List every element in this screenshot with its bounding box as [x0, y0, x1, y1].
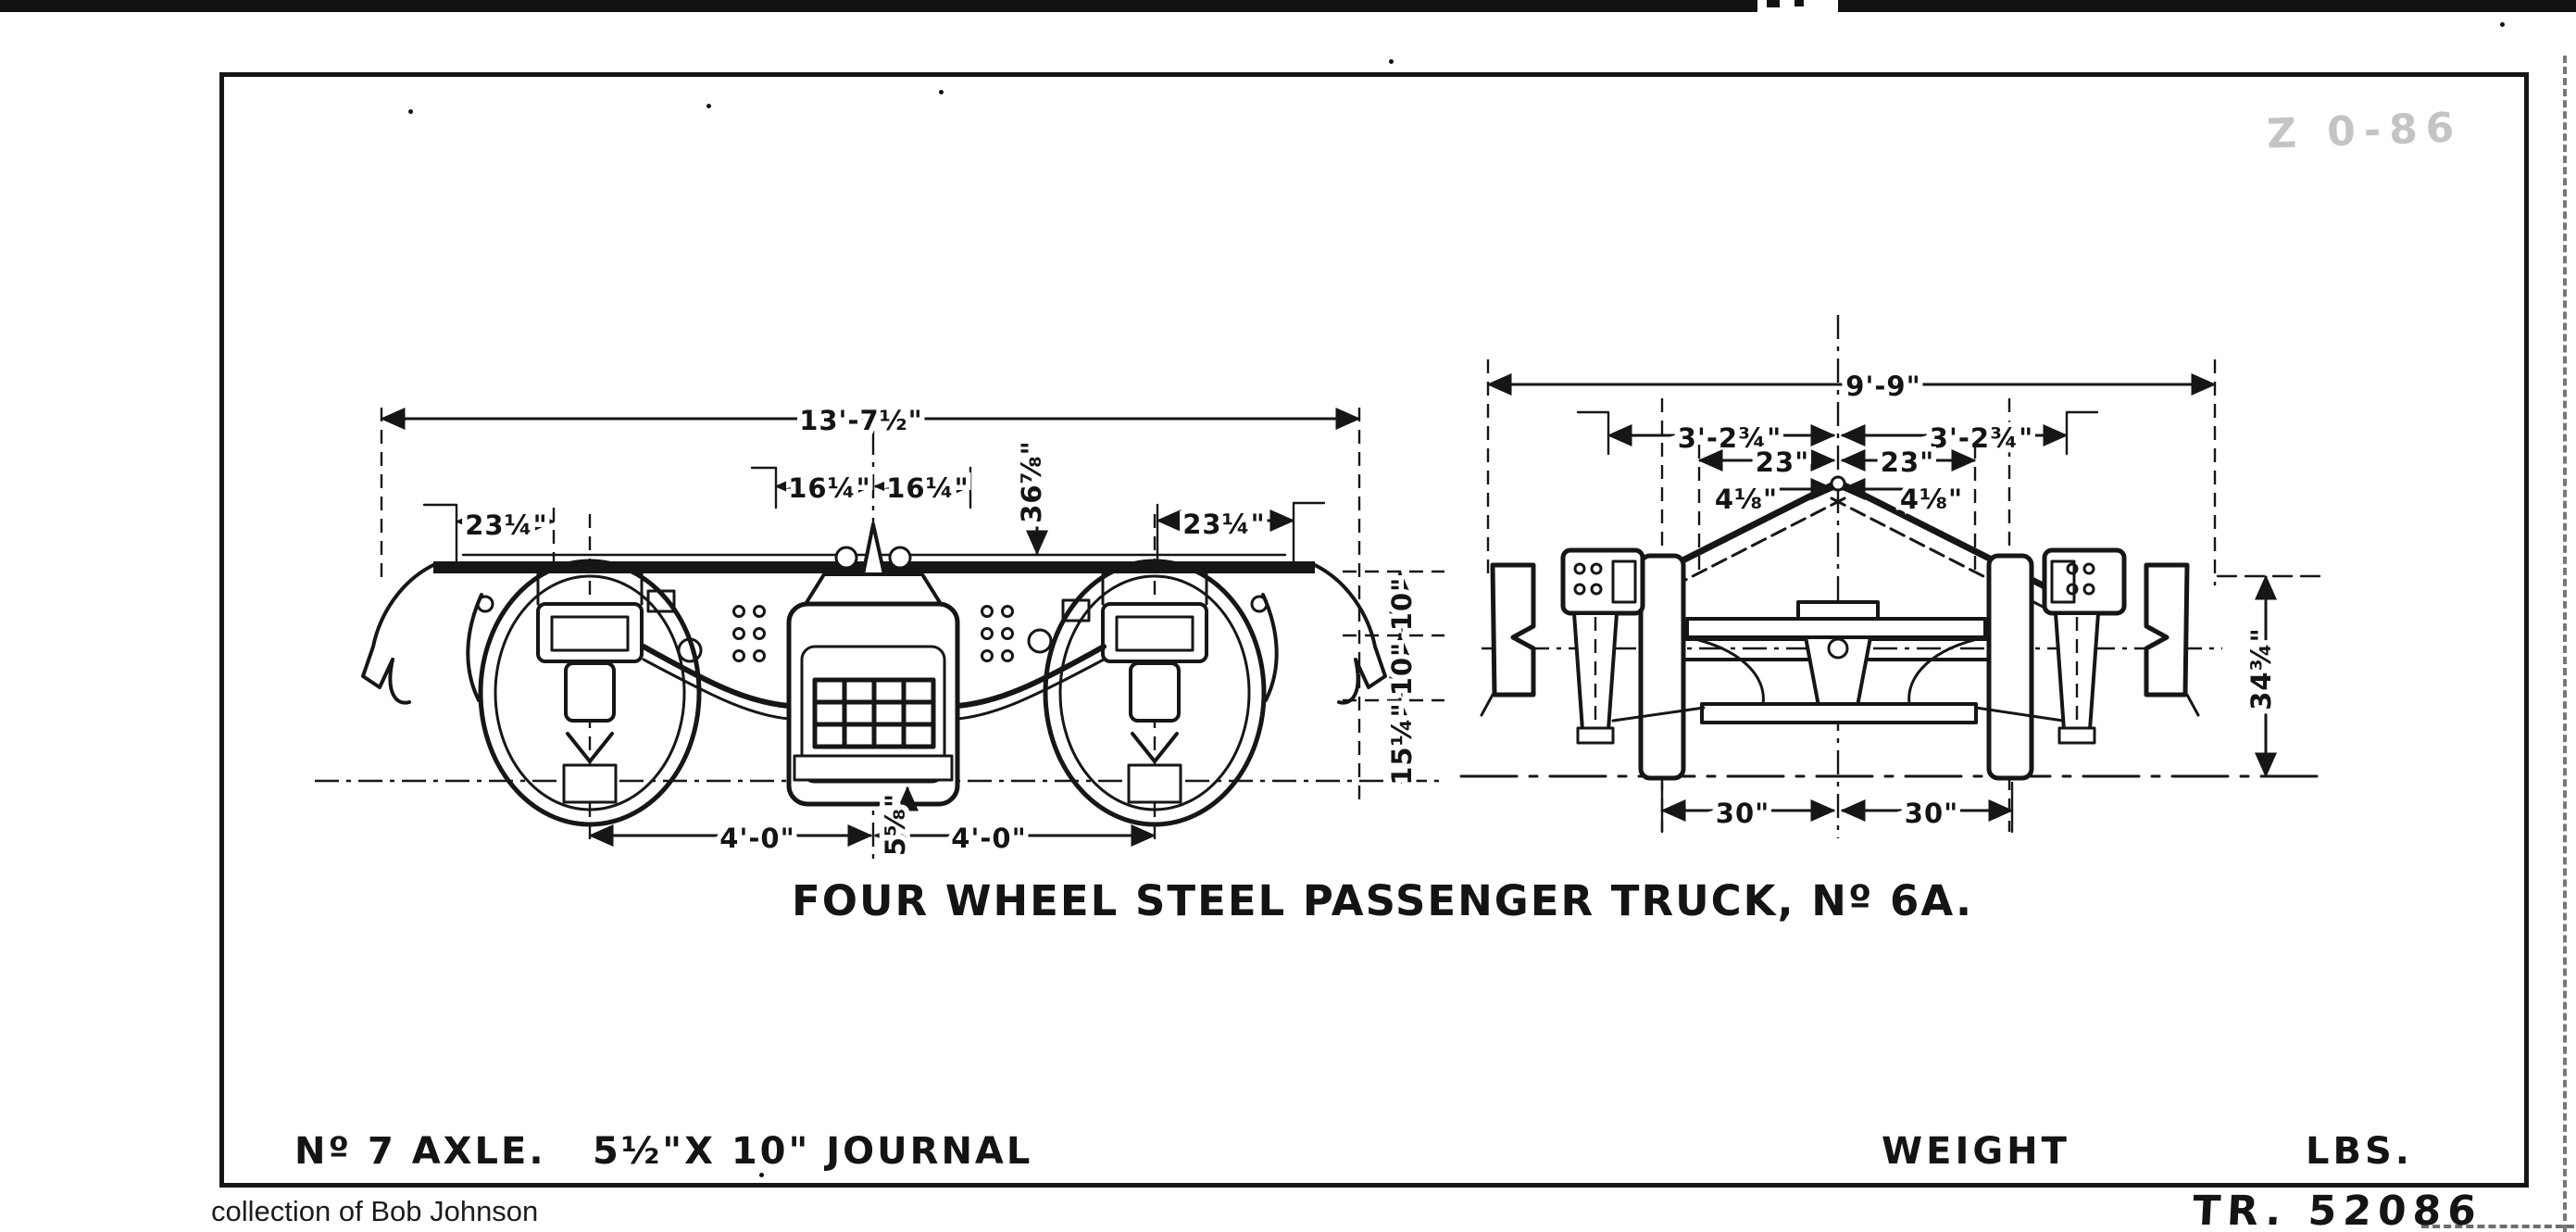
dim-label-rail-left: 30" [1716, 798, 1769, 829]
scan-edge-bar [1838, 0, 2576, 12]
dim-label-overhang-left: 23¼" [465, 509, 548, 541]
scan-corner-dashes [2421, 1225, 2574, 1228]
scan-edge-bar [1794, 0, 1804, 6]
end-view-wheel-right [1986, 553, 2034, 781]
scan-speck [1389, 59, 1394, 64]
faint-stamp-mark: Z 0-86 [2266, 104, 2464, 158]
dim-label-center-plate: 5⅝" [880, 793, 911, 856]
collection-credit: collection of Bob Johnson [211, 1195, 539, 1227]
dim-label-spring-right: 16¼" [886, 472, 969, 504]
side-view-bolster-springs [786, 522, 960, 807]
dim-label-link-left: 4⅛" [1715, 484, 1778, 515]
side-view-dim-frame-height: 36⅞" [1011, 435, 1053, 556]
dim-label-stack-bottom: 15¼" [1386, 702, 1418, 786]
drawing-title: FOUR WHEEL STEEL PASSENGER TRUCK, Nº 6A. [792, 876, 1974, 925]
scan-edge-bar [1767, 0, 1780, 7]
dim-label-stack-mid: 10" [1386, 642, 1418, 696]
axle-note: Nº 7 AXLE. [294, 1130, 546, 1173]
scan-edge-dashes [2563, 56, 2567, 1232]
dim-label-overall-length: 13'-7½" [799, 405, 923, 436]
scan-speck [707, 104, 711, 108]
dim-label-stack-top: 10" [1386, 577, 1418, 631]
scan-speck [408, 109, 413, 114]
weight-label: WEIGHT [1882, 1130, 2070, 1173]
end-view-dim-overall-width: 9'-9" [1486, 359, 2217, 585]
end-view-frame-ends [1480, 562, 2200, 723]
end-view-dim-links: 4⅛" 4⅛" [1709, 478, 1968, 521]
dim-label-half-span-right: 3'-2¾" [1930, 422, 2033, 454]
dim-label-end-frame-height: 34¾" [2245, 627, 2277, 710]
dim-label-hanger-right: 23" [1881, 446, 1934, 478]
dim-label-link-right: 4⅛" [1900, 484, 1963, 515]
side-view-wheel-right [1043, 559, 1267, 827]
scan-speck [2500, 22, 2505, 27]
end-view-wheel-left [1638, 553, 1686, 781]
dim-label-overhang-right: 23¼" [1182, 509, 1266, 540]
side-view-bolts [732, 605, 1014, 662]
dim-label-rail-right: 30" [1905, 798, 1958, 829]
drawing-number: TR. 52086 [2191, 1188, 2484, 1232]
dim-label-wheelbase-left: 4'-0" [719, 823, 794, 854]
dim-label-hanger-left: 23" [1756, 446, 1809, 478]
side-view-truck-body [361, 522, 1387, 827]
side-view-dim-overhang-right: 23¼" [1156, 501, 1326, 569]
side-view-dim-wheelbase: 4'-0" 4'-0" [588, 818, 1157, 860]
journal-note: 5½"X 10" JOURNAL [593, 1130, 1033, 1173]
side-view-dim-overall-length: 13'-7½" [380, 400, 1361, 442]
side-view-fittings [466, 589, 1279, 702]
end-view-pedestal-right [2042, 547, 2127, 745]
scan-speck [759, 1173, 764, 1177]
end-view-drawing: 9'-9" 3'-2¾" 3'-2¾" 23" 23" 4⅛" 4⅛" [1459, 315, 2331, 838]
end-view-dim-hanger-spans: 23" 23" [1697, 442, 1977, 576]
end-view-bolster [1682, 600, 1991, 724]
dim-label-frame-height: 36⅞" [1016, 440, 1047, 523]
end-view-truck-body [1480, 475, 2200, 781]
scan-edge-bar [0, 0, 1757, 12]
scan-speck [939, 90, 944, 94]
drawing-border-frame [219, 72, 2529, 1188]
dim-label-overall-width: 9'-9" [1845, 371, 1920, 402]
side-view-dim-height-stack: 10" 10" 15¼" [1343, 570, 1444, 790]
side-view-equalizer-bars [641, 644, 1107, 721]
side-view-dim-center-plate: 5⅝" [875, 786, 919, 861]
side-view-dim-overhang-left: 23¼" [422, 503, 556, 572]
leaf-spring-grid [812, 677, 936, 749]
end-view-dim-frame-height: 34¾" [2216, 574, 2324, 778]
dim-label-wheelbase-right: 4'-0" [951, 823, 1026, 854]
weight-units-label: LBS. [2306, 1130, 2413, 1173]
end-view-dim-rail-halves: 30" 30" [1660, 781, 2014, 835]
side-view-drawing: 13'-7½" 23¼" 23¼" 16¼" 16¼" 36⅞" [315, 400, 1444, 861]
end-view-pedestal-left [1560, 547, 1645, 745]
side-view-wheel-left [478, 559, 702, 827]
dim-label-spring-left: 16¼" [788, 472, 871, 504]
side-view-dim-spring-spans: 16¼" 16¼" [750, 466, 973, 509]
